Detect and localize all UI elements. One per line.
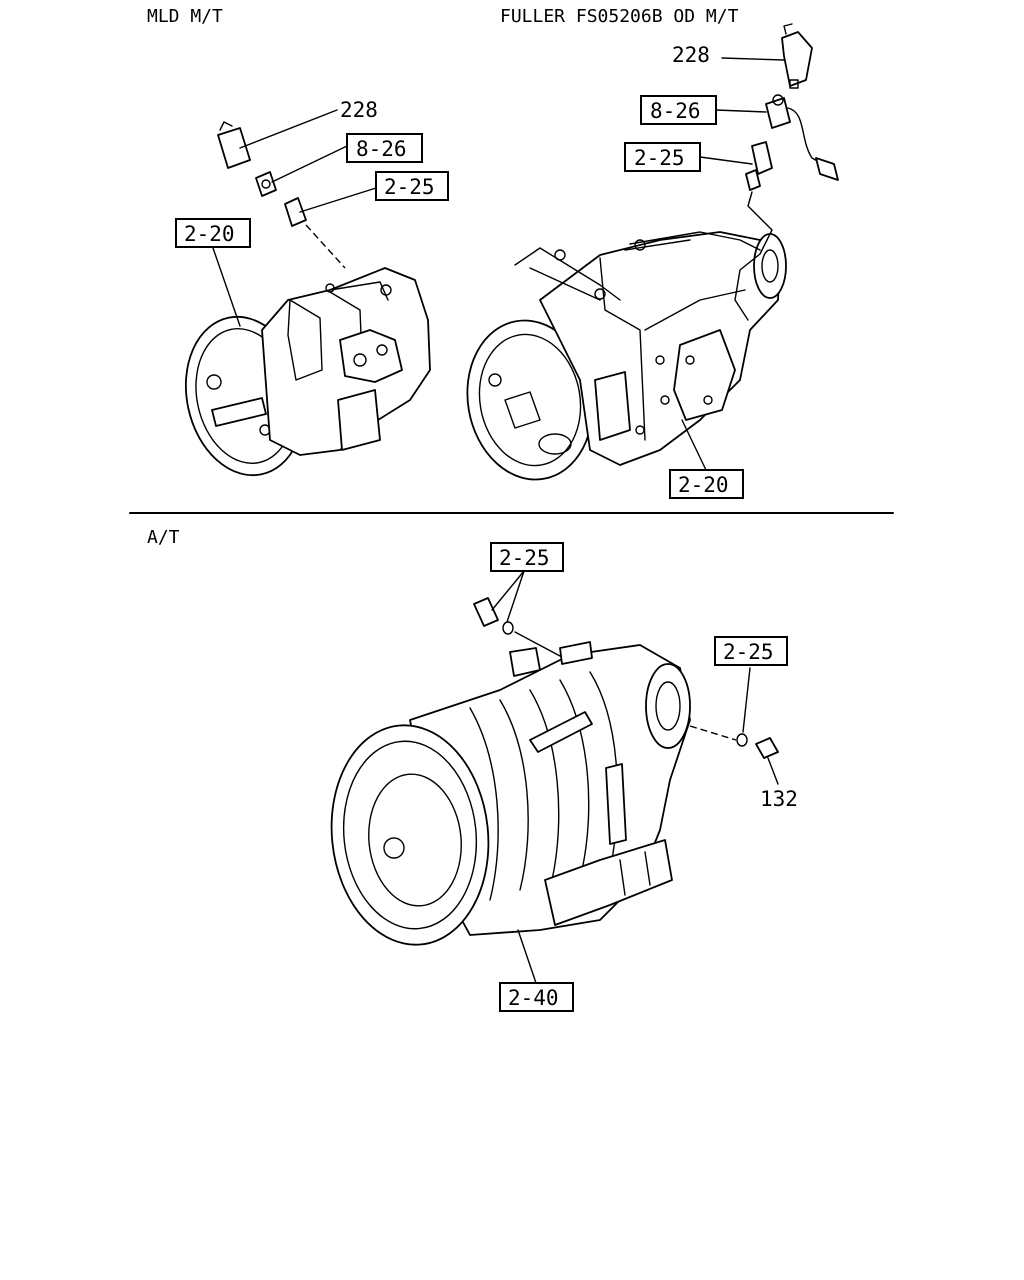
fuller-part-2-25-switch — [745, 141, 773, 191]
at-callout-132: 132 — [760, 787, 798, 811]
mld-part-8-26-sensor — [255, 171, 277, 197]
at-leader-2-40 — [517, 929, 537, 984]
mld-callout-2-25: 2-25 — [384, 175, 435, 199]
at-leader-2-25-right — [742, 667, 751, 733]
mld-transmission-drawing — [184, 267, 431, 477]
fuller-leader-228 — [721, 57, 785, 61]
mld-callout-8-26: 8-26 — [356, 137, 407, 161]
at-part-2-25-switch-top — [473, 597, 514, 635]
mld-leader-2-25-dashed — [305, 224, 346, 269]
fuller-callout-228: 228 — [672, 43, 710, 67]
fuller-callout-2-25-box — [624, 142, 701, 172]
fuller-leader-2-20 — [681, 419, 707, 471]
at-leader-2-25-top-c — [514, 631, 561, 657]
fuller-wire-harness — [734, 191, 773, 321]
section-title-at: A/T — [147, 527, 180, 548]
mld-leader-8-26 — [271, 145, 348, 183]
fuller-callout-8-26-box — [640, 95, 717, 125]
at-leader-2-25-top-b — [506, 570, 525, 623]
fuller-part-228-switch — [781, 23, 813, 89]
fuller-leader-8-26 — [715, 109, 767, 113]
mld-callout-228: 228 — [340, 98, 378, 122]
at-leader-2-25-top-a — [491, 570, 525, 611]
mld-callout-2-25-box — [375, 171, 449, 201]
automatic-transmission-drawing — [330, 641, 691, 946]
mld-callout-2-20: 2-20 — [184, 222, 235, 246]
section-title-mld-mt: MLD M/T — [147, 6, 223, 27]
mld-part-2-25-switch — [284, 197, 307, 227]
at-part-2-25-oring — [736, 733, 748, 747]
at-callout-2-25-top: 2-25 — [499, 546, 550, 570]
mld-leader-2-25 — [299, 187, 377, 213]
at-callout-2-40: 2-40 — [508, 986, 559, 1010]
at-part-132-plug — [755, 737, 779, 759]
at-callout-2-25-top-box — [490, 542, 564, 572]
mld-callout-8-26-box — [346, 133, 423, 163]
fuller-callout-8-26: 8-26 — [650, 99, 701, 123]
fuller-callout-2-20: 2-20 — [678, 473, 729, 497]
mld-leader-228 — [239, 109, 338, 149]
mld-leader-2-20 — [212, 247, 241, 327]
at-callout-2-40-box — [499, 982, 574, 1012]
mld-callout-2-20-box — [175, 218, 251, 248]
at-leader-132 — [767, 757, 779, 785]
at-callout-2-25-right: 2-25 — [723, 640, 774, 664]
at-leader-132-dashed — [689, 725, 737, 741]
fuller-leader-2-25 — [699, 156, 753, 165]
fuller-transmission-drawing — [466, 231, 787, 481]
mld-part-228-switch — [217, 121, 251, 169]
at-callout-2-25-right-box — [714, 636, 788, 666]
section-title-fuller-mt: FULLER FS05206B OD M/T — [500, 6, 739, 27]
fuller-part-8-26-sensor — [765, 94, 839, 181]
fuller-callout-2-25: 2-25 — [634, 146, 685, 170]
fuller-callout-2-20-box — [669, 469, 744, 499]
